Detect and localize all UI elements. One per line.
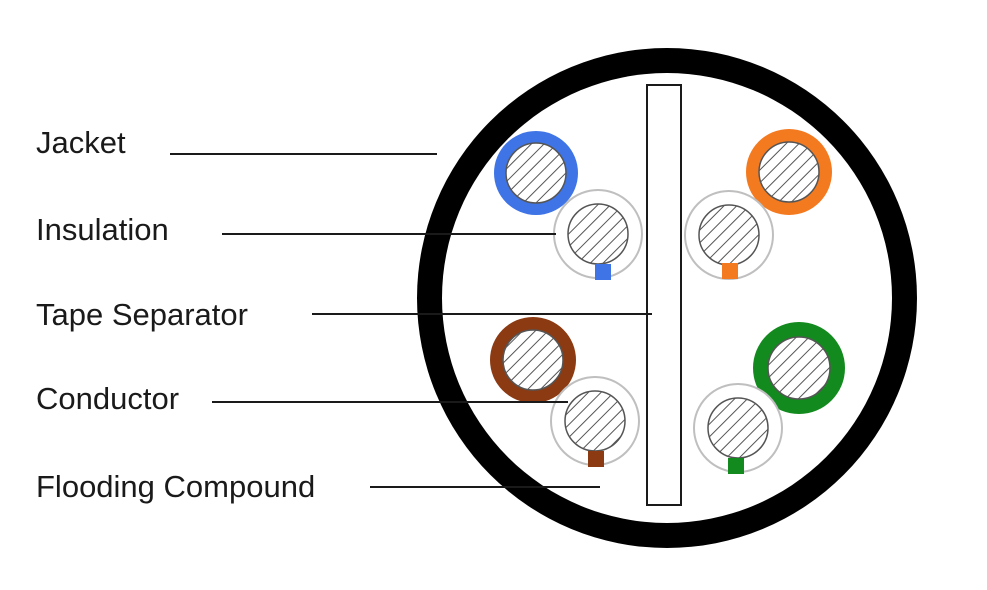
brown-solid-conductor (502, 329, 564, 391)
flooding-compound-label: Flooding Compound (36, 469, 315, 504)
green-stripe-marker (728, 458, 744, 474)
brown-pair (490, 317, 640, 467)
green-striped-conductor (707, 397, 769, 459)
insulation-label: Insulation (36, 212, 169, 247)
orange-pair (684, 129, 832, 280)
brown-stripe-marker (588, 451, 604, 467)
blue-solid-conductor (505, 142, 567, 204)
green-pair (693, 322, 845, 474)
tape-separator (646, 84, 682, 506)
blue-striped-conductor (567, 203, 629, 265)
tape-separator-label: Tape Separator (36, 297, 248, 332)
orange-striped-conductor (698, 204, 760, 266)
blue-stripe-marker (595, 264, 611, 280)
green-solid-conductor (767, 336, 831, 400)
conductor-label: Conductor (36, 381, 179, 416)
blue-pair (494, 131, 643, 280)
orange-solid-conductor (758, 141, 820, 203)
orange-stripe-marker (722, 263, 738, 279)
jacket-label: Jacket (36, 125, 126, 160)
brown-striped-conductor (564, 390, 626, 452)
